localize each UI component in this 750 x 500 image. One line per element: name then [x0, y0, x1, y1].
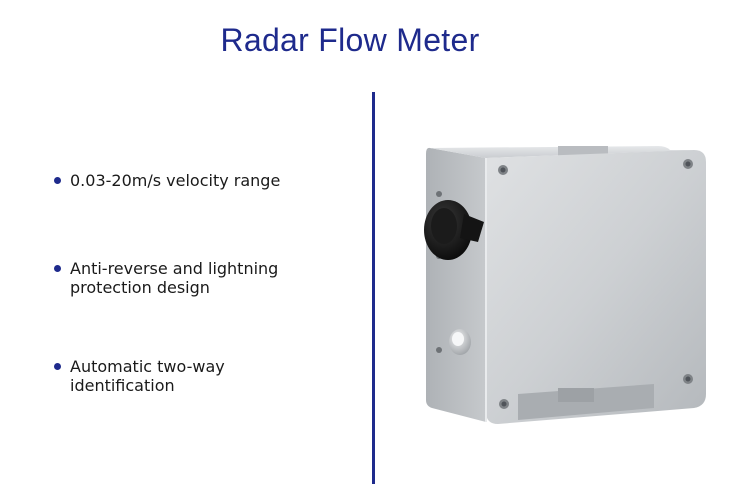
radar-flow-meter-device-icon	[424, 146, 706, 424]
feature-text: Automatic two-way identification	[70, 357, 225, 395]
bullet-dot-icon	[54, 265, 61, 272]
bullet-dot-icon	[54, 363, 61, 370]
feature-text: 0.03-20m/s velocity range	[70, 171, 281, 190]
feature-text: Anti-reverse and lightning protection de…	[70, 259, 279, 297]
page-title: Radar Flow Meter	[220, 22, 480, 58]
bullet-dot-icon	[54, 177, 61, 184]
feature-item-identification: Automatic two-way identification	[54, 357, 320, 395]
feature-item-velocity: 0.03-20m/s velocity range	[54, 171, 320, 190]
feature-item-protection: Anti-reverse and lightning protection de…	[54, 259, 320, 297]
vertical-divider	[372, 92, 375, 484]
